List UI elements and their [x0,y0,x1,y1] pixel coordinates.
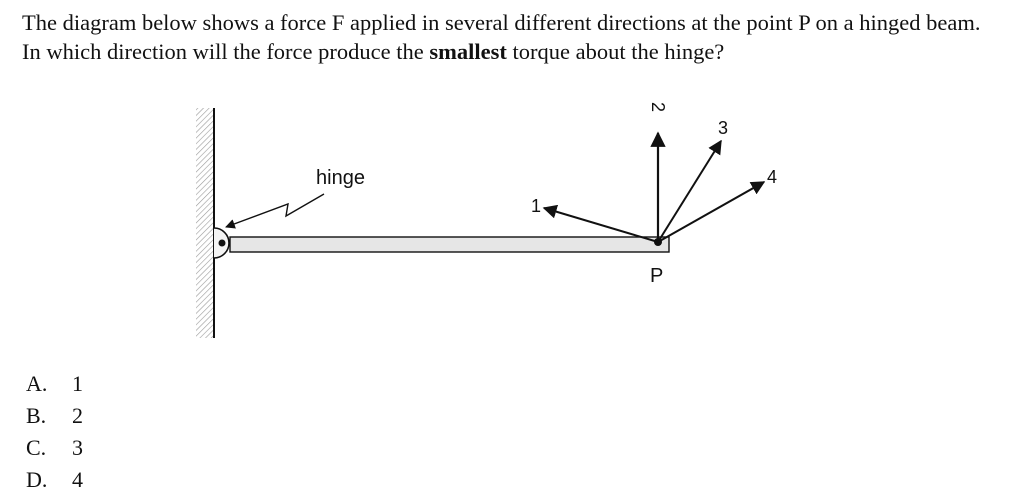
hinge-pivot [213,227,230,259]
choice-value: 2 [72,403,83,428]
answer-choices: A. 1 B. 2 C. 3 D. 4 [26,368,83,496]
choice-value: 4 [72,467,83,492]
choice-a[interactable]: A. 1 [26,368,83,400]
choice-letter: D. [26,467,48,492]
question-emphasis: smallest [429,39,507,64]
choice-c[interactable]: C. 3 [26,432,83,464]
choice-letter: C. [26,435,47,460]
wall [196,108,215,338]
choice-value: 1 [72,371,83,396]
choice-letter: B. [26,403,47,428]
force-arrow-1-label: 1 [531,196,541,216]
question-text: The diagram below shows a force F applie… [22,8,1002,66]
question-part-2: torque about the hinge? [506,39,725,64]
beam [229,236,670,253]
force-arrow-4 [657,181,766,243]
choice-b[interactable]: B. 2 [26,400,83,432]
question-part-1: The diagram below shows a force F applie… [22,10,981,64]
choice-value: 3 [72,435,83,460]
force-arrow-3 [657,139,722,243]
force-arrow-2-label: 2 [648,102,668,112]
point-p-label: P [650,265,663,287]
choice-d[interactable]: D. 4 [26,464,83,496]
choice-letter: A. [26,371,48,396]
force-arrow-3-label: 3 [718,118,728,138]
force-arrow-1 [542,204,659,243]
hinge-pointer [225,193,325,229]
force-arrow-4-label: 4 [767,167,777,187]
hinge-label: hinge [316,167,365,189]
